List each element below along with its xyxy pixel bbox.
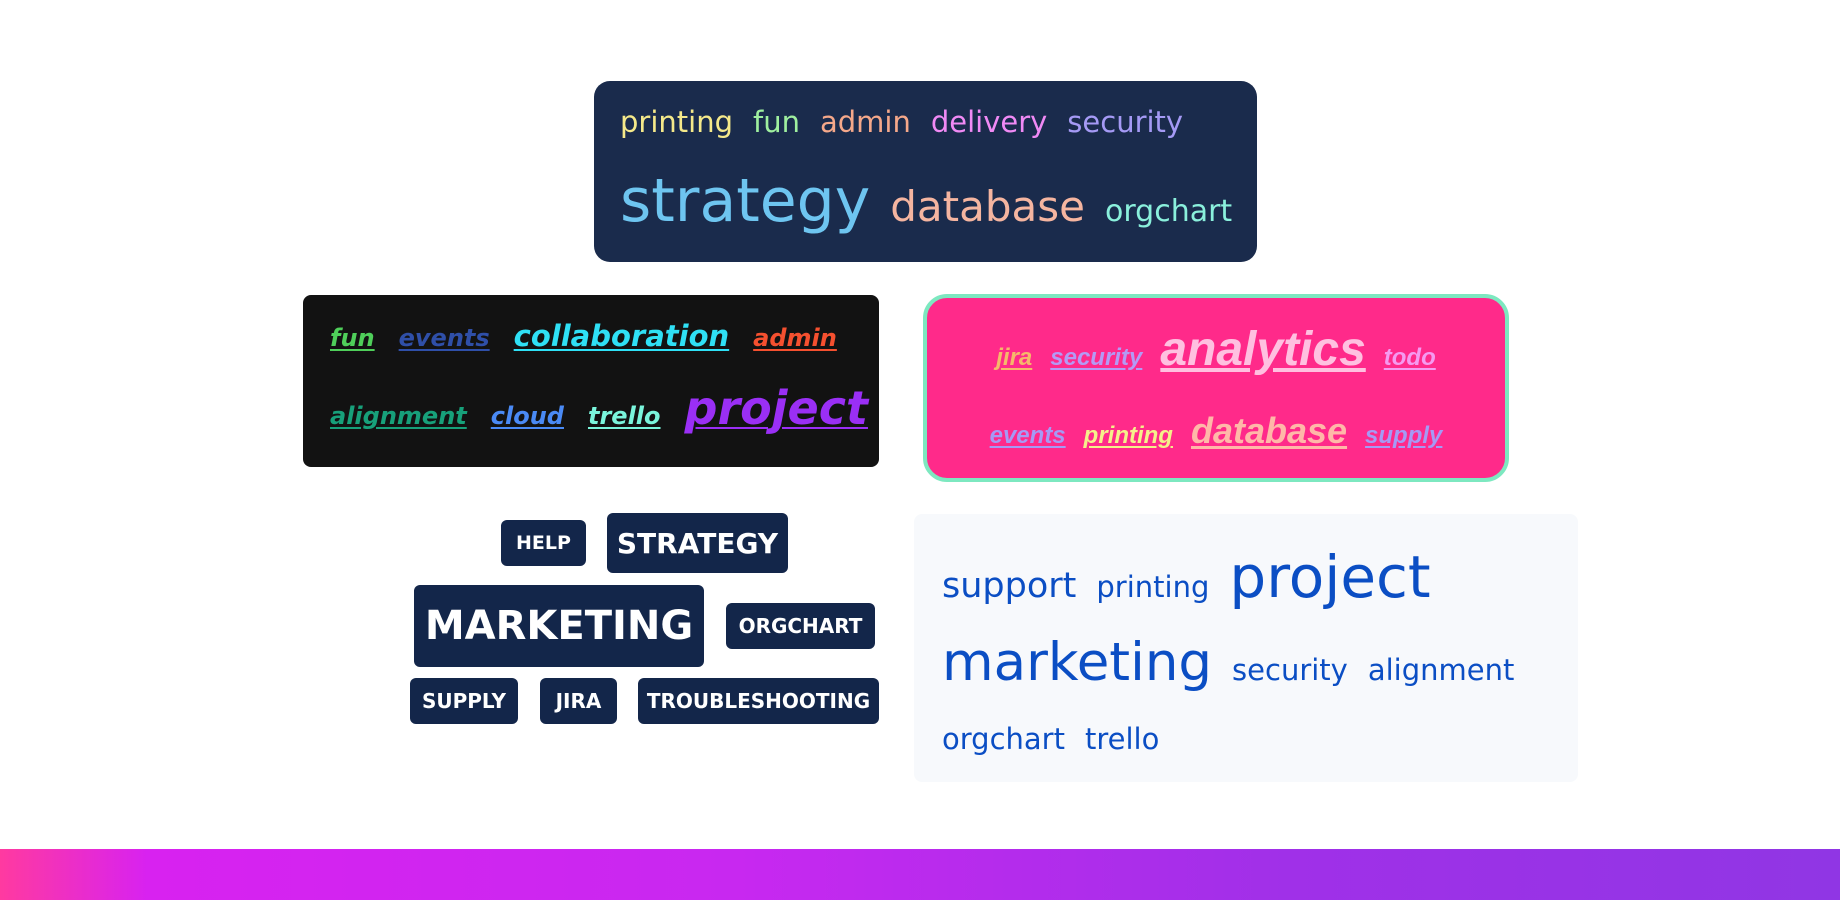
tag-link[interactable]: strategy xyxy=(620,166,871,236)
tag-row: events printing database supply xyxy=(927,410,1505,452)
tag-pill[interactable]: TROUBLESHOOTING xyxy=(638,678,879,724)
tag-link[interactable]: printing xyxy=(620,105,733,139)
footer-gradient-bar xyxy=(0,849,1840,900)
tag-link[interactable]: supply xyxy=(1365,422,1443,449)
tag-link[interactable]: printing xyxy=(1083,422,1173,449)
tag-row: fun events collaboration admin xyxy=(330,319,837,353)
tag-row: marketing security alignment xyxy=(942,636,1514,689)
tag-link[interactable]: admin xyxy=(753,324,837,352)
tag-link[interactable]: trello xyxy=(1084,722,1160,756)
tag-pill[interactable]: STRATEGY xyxy=(607,513,788,573)
tag-link[interactable]: analytics xyxy=(1160,323,1366,376)
tag-link[interactable]: fun xyxy=(330,324,375,352)
tag-link[interactable]: project xyxy=(1229,543,1431,611)
tag-row: orgchart trello xyxy=(942,722,1159,756)
tag-link[interactable]: events xyxy=(989,422,1066,449)
tag-pill[interactable]: HELP xyxy=(501,520,586,566)
tag-pill[interactable]: ORGCHART xyxy=(726,603,875,649)
tag-link[interactable]: alignment xyxy=(1367,653,1515,687)
tag-link[interactable]: support xyxy=(942,566,1077,606)
tag-pill[interactable]: MARKETING xyxy=(414,585,704,667)
tag-cloud-pills: HELP STRATEGY MARKETING ORGCHART SUPPLY … xyxy=(400,510,882,730)
tag-link[interactable]: jira xyxy=(996,344,1033,371)
tag-row: jira security analytics todo xyxy=(927,326,1505,374)
tag-link[interactable]: fun xyxy=(752,105,800,139)
tag-row: strategy database orgchart xyxy=(620,171,1232,231)
tag-link[interactable]: security xyxy=(1067,105,1184,139)
tag-cloud-light: support printing project marketing secur… xyxy=(914,514,1578,782)
tag-pill[interactable]: JIRA xyxy=(540,678,617,724)
tag-link[interactable]: alignment xyxy=(330,402,467,430)
tag-link[interactable]: security xyxy=(1050,344,1143,371)
tag-row: alignment cloud trello project xyxy=(330,385,868,431)
tag-link[interactable]: database xyxy=(1190,410,1348,451)
tag-link[interactable]: printing xyxy=(1096,570,1210,604)
tag-link[interactable]: admin xyxy=(819,105,911,139)
tag-link[interactable]: events xyxy=(398,324,490,352)
tag-link[interactable]: delivery xyxy=(930,105,1048,139)
tag-pill[interactable]: SUPPLY xyxy=(410,678,518,724)
tag-link[interactable]: project xyxy=(684,381,868,435)
tag-link[interactable]: orgchart xyxy=(1105,194,1233,229)
tag-link[interactable]: todo xyxy=(1383,344,1436,371)
tag-link[interactable]: orgchart xyxy=(942,722,1065,756)
tag-link[interactable]: security xyxy=(1232,653,1348,687)
tag-link[interactable]: collaboration xyxy=(513,319,730,353)
tag-link[interactable]: database xyxy=(890,182,1085,231)
tag-link[interactable]: cloud xyxy=(490,402,564,430)
tag-cloud-navy: printing fun admin delivery security str… xyxy=(594,81,1257,262)
tag-cloud-pink: jira security analytics todo events prin… xyxy=(923,294,1509,482)
tag-link[interactable]: trello xyxy=(587,402,661,430)
tag-cloud-dark: fun events collaboration admin alignment… xyxy=(303,295,879,467)
tag-link[interactable]: marketing xyxy=(942,632,1213,693)
tag-row: printing fun admin delivery security xyxy=(620,105,1183,139)
tag-row: support printing project xyxy=(942,548,1431,606)
